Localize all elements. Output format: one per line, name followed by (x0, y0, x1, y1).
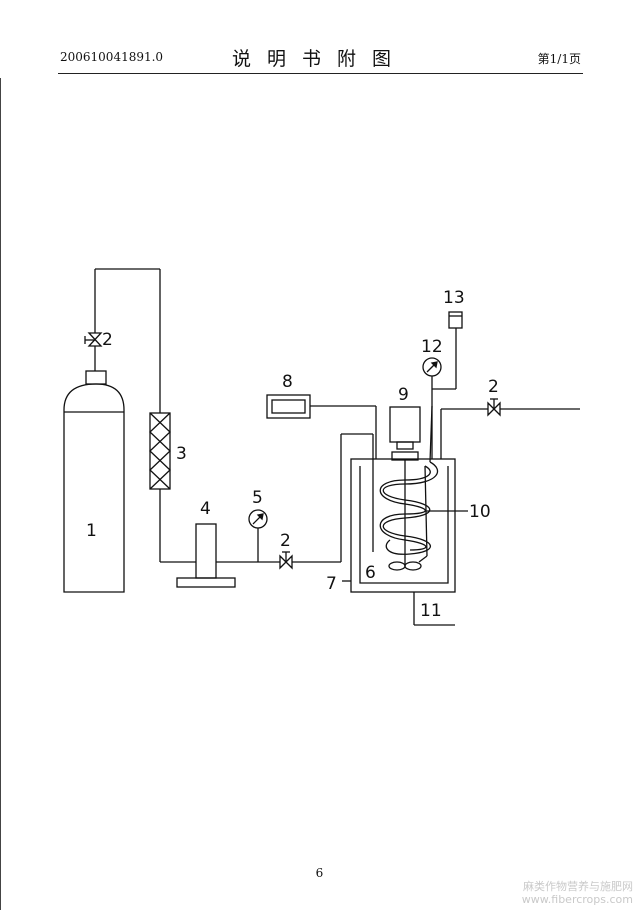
label-cylinder: 1 (86, 521, 97, 541)
watermark-line1: 麻类作物营养与施肥网 (523, 880, 633, 893)
label-unit4: 4 (200, 499, 211, 519)
page-edge (0, 78, 1, 910)
label-outer-vessel: 7 (326, 574, 337, 594)
valve-top-icon (84, 332, 103, 347)
gauge-5-icon (248, 509, 268, 529)
label-outlet: 11 (420, 601, 442, 621)
label-sensor: 13 (443, 288, 465, 308)
page-number: 6 (315, 866, 324, 880)
unit-4 (176, 523, 236, 588)
page-label: 第1/1页 (537, 52, 581, 66)
label-gauge12: 12 (421, 337, 443, 357)
gas-cylinder (63, 370, 125, 593)
gauge-12-icon (422, 357, 442, 377)
impeller (388, 561, 422, 571)
doc-number: 200610041891.0 (60, 50, 164, 64)
header-rule (58, 73, 583, 74)
label-valve-right: 2 (488, 377, 499, 397)
display-8 (266, 394, 311, 419)
watermark: 麻类作物营养与施肥网 www.fibercrops.com (522, 880, 633, 906)
valve-mid-icon (279, 551, 293, 570)
label-gauge5: 5 (252, 488, 263, 508)
packed-column (149, 412, 171, 490)
label-motor: 9 (398, 385, 409, 405)
inner-vessel (359, 466, 449, 584)
label-inner-vessel: 6 (365, 563, 376, 583)
top-piping (94, 268, 161, 413)
label-display: 8 (282, 372, 293, 392)
label-column: 3 (176, 444, 187, 464)
motor-9 (389, 406, 421, 461)
valve-right-icon (487, 398, 501, 417)
watermark-line2: www.fibercrops.com (521, 893, 633, 906)
label-valve-top: 2 (102, 330, 113, 350)
label-valve-mid: 2 (280, 531, 291, 551)
sensor-13 (448, 311, 463, 329)
page-title: 说明书附图 (231, 48, 407, 70)
outer-vessel (350, 458, 456, 593)
label-coil: 10 (469, 502, 491, 522)
